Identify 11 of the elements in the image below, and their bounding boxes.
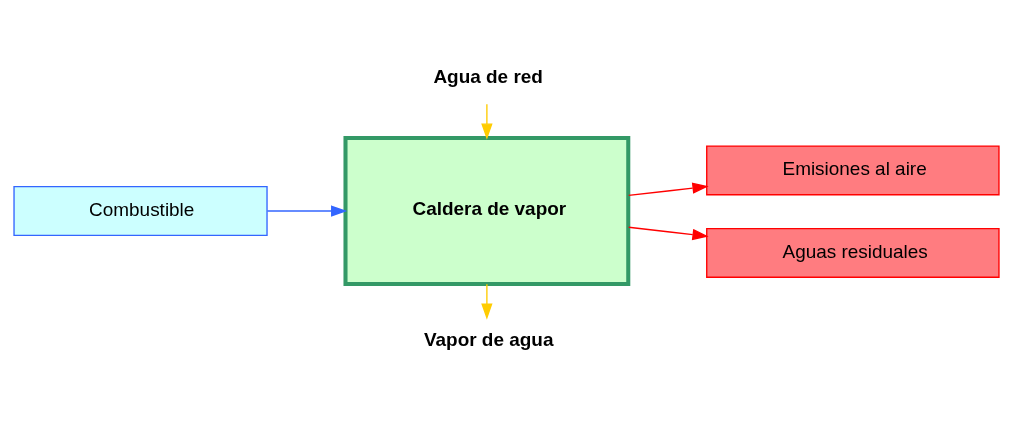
node-box: Caldera de vapor [343,135,631,286]
node-text: Vapor de agua [423,328,554,350]
arrow [481,103,493,140]
arrow [628,226,709,240]
node-text: Agua de red [433,65,543,87]
node-box: Aguas residuales [706,227,1000,278]
arrow [266,204,348,217]
arrow [628,182,709,196]
node-box: Emisiones al aire [706,144,1000,195]
arrow [481,283,493,320]
node-box: Combustible [13,185,268,236]
